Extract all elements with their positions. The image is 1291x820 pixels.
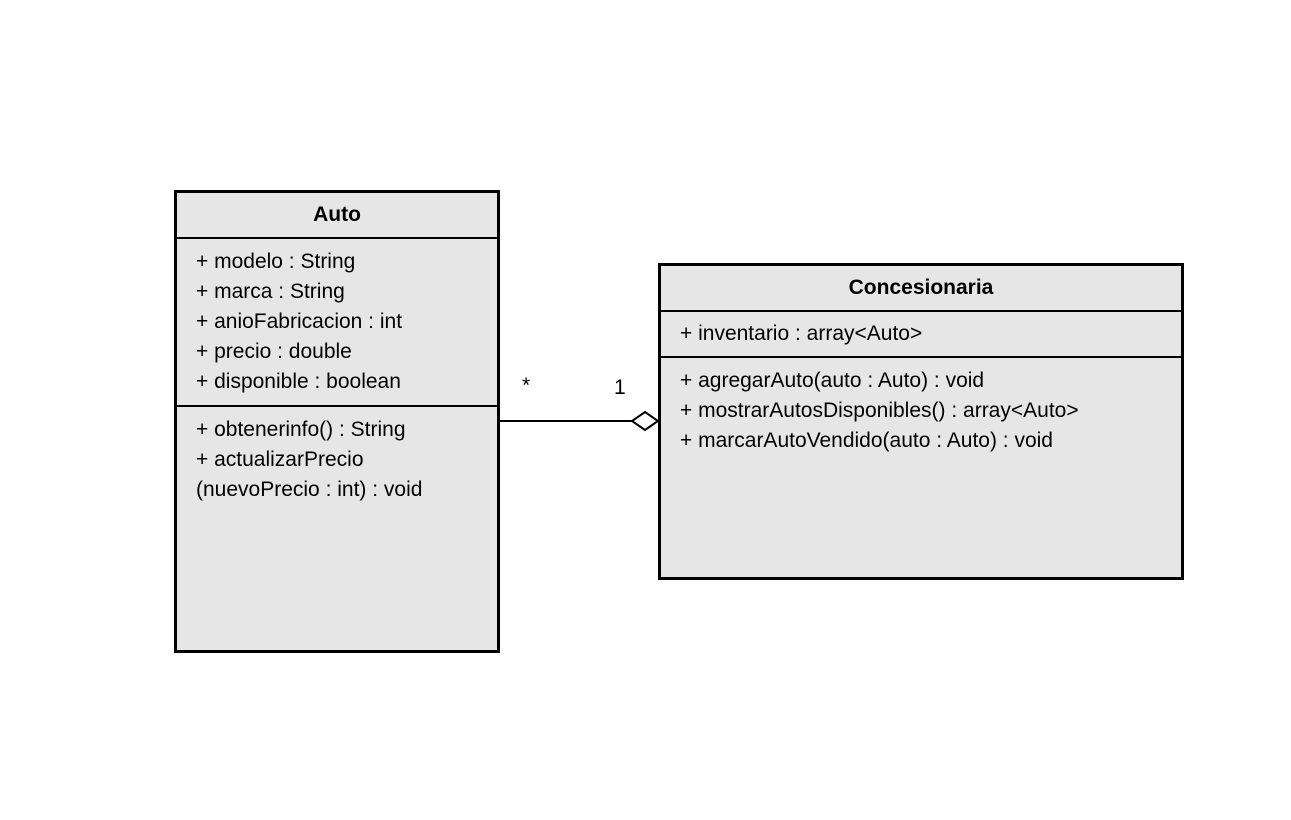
attribute: + modelo : String <box>196 250 356 273</box>
operation: + actualizarPrecio <box>196 448 364 471</box>
attribute: + inventario : array<Auto> <box>680 322 923 345</box>
operations-compartment: + agregarAuto(auto : Auto) : void + most… <box>661 358 1181 456</box>
multiplicity-auto: * <box>522 374 531 397</box>
attribute: + precio : double <box>196 340 352 363</box>
operation: + obtenerinfo() : String <box>196 418 406 441</box>
attribute: + disponible : boolean <box>196 370 401 393</box>
class-concesionaria[interactable]: Concesionaria + inventario : array<Auto>… <box>658 263 1184 580</box>
class-auto[interactable]: Auto + modelo : String + marca : String … <box>174 190 500 653</box>
class-name: Auto <box>177 193 497 239</box>
operations-compartment: + obtenerinfo() : String + actualizarPre… <box>177 407 497 505</box>
attributes-compartment: + inventario : array<Auto> <box>661 312 1181 358</box>
attribute: + marca : String <box>196 280 345 303</box>
multiplicity-concesionaria: 1 <box>614 376 626 399</box>
operation: (nuevoPrecio : int) : void <box>196 478 423 501</box>
attributes-compartment: + modelo : String + marca : String + ani… <box>177 239 497 407</box>
operation: + agregarAuto(auto : Auto) : void <box>680 369 985 392</box>
aggregation-diamond <box>630 410 660 432</box>
class-name: Concesionaria <box>661 266 1181 312</box>
attribute: + anioFabricacion : int <box>196 310 403 333</box>
operation: + mostrarAutosDisponibles() : array<Auto… <box>680 399 1079 422</box>
operation: + marcarAutoVendido(auto : Auto) : void <box>680 429 1053 452</box>
